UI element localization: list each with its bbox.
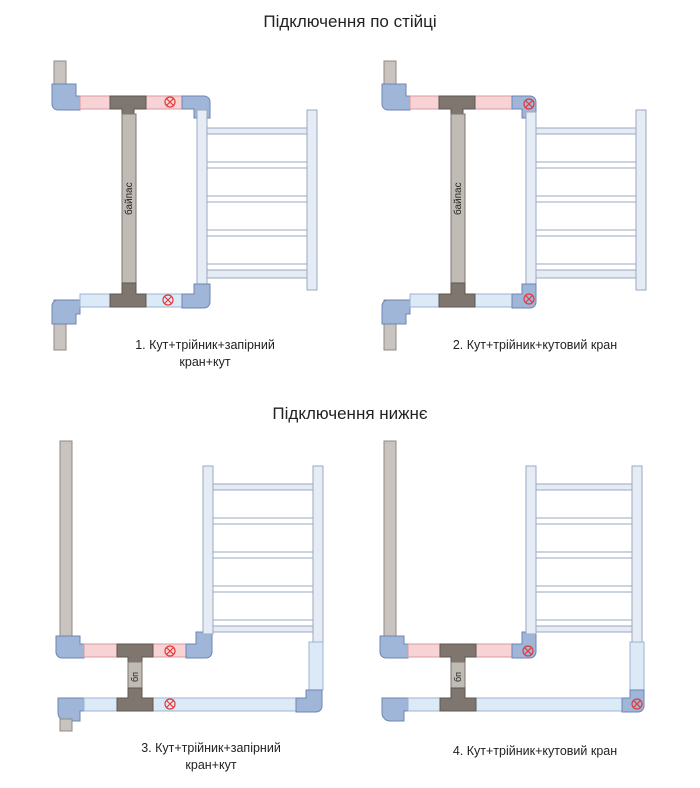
tee-bottom (438, 282, 476, 308)
diagram-4: бп (379, 440, 645, 722)
elbow-cold-left (57, 697, 85, 722)
elbow-hot-left (55, 635, 85, 659)
caption-line-2: кран+кут (185, 758, 237, 772)
diagram-3: бп (55, 440, 324, 732)
bypass-label: байпас (123, 182, 135, 215)
caption-diagram-3: 3. Кут+трійник+запірний кран+кут (126, 740, 296, 774)
valve-icon-bottom (523, 293, 535, 305)
bypass-label: бп (453, 672, 463, 682)
towel-rail (202, 465, 324, 643)
valve-icon-top (523, 98, 535, 110)
bypass-label: байпас (452, 182, 464, 215)
valve-icon-hot (522, 645, 534, 657)
section-title-riser: Підключення по стійці (263, 12, 437, 31)
valve-icon-cold (631, 698, 643, 710)
elbow-cold-left (381, 697, 409, 722)
return-riser (629, 641, 645, 691)
elbow-hot-right (185, 631, 213, 659)
towel-rail (525, 465, 643, 643)
tee-top (438, 95, 476, 116)
elbow-bottom-left (381, 299, 411, 325)
riser-pipe (59, 440, 73, 642)
riser-pipe (383, 440, 397, 642)
return-riser (308, 641, 324, 691)
valve-icon-hot (164, 645, 176, 657)
caption-diagram-2: 2. Кут+трійник+кутовий кран (440, 337, 630, 354)
caption-diagram-1: 1. Кут+трійник+запірний кран+кут (120, 337, 290, 371)
caption-line-1: 1. Кут+трійник+запірний (135, 338, 275, 352)
angle-valve-bottom (511, 283, 537, 309)
caption-diagram-4: 4. Кут+трійник+кутовий кран (440, 743, 630, 760)
tee-hot (439, 643, 477, 664)
valve-icon-cold (164, 698, 176, 710)
bypass-label: бп (130, 672, 140, 682)
caption-line-1: 2. Кут+трійник+кутовий кран (452, 338, 618, 352)
valve-icon-bottom (162, 294, 174, 306)
elbow-top-left (381, 83, 411, 111)
elbow-hot-left (379, 635, 409, 659)
riser-stub (59, 718, 73, 732)
angle-valve-hot (511, 631, 537, 659)
tee-cold (439, 687, 477, 712)
diagram-1: байпас (51, 60, 318, 351)
caption-line-2: кран+кут (179, 355, 231, 369)
towel-rail (525, 109, 647, 291)
valve-icon-top (164, 96, 176, 108)
tee-hot (116, 643, 154, 664)
elbow-top-left (51, 83, 81, 111)
elbow-bottom-right (181, 283, 211, 309)
diagram-2: байпас (381, 60, 647, 351)
caption-line-1: 4. Кут+трійник+кутовий кран (452, 744, 618, 758)
elbow-bottom-left (51, 299, 81, 325)
tee-bottom (109, 282, 147, 308)
tee-top (109, 95, 147, 116)
towel-rail (196, 109, 318, 291)
caption-line-1: 3. Кут+трійник+запірний (141, 741, 281, 755)
elbow-cold-right (295, 689, 323, 713)
tee-cold (116, 687, 154, 712)
section-title-bottom: Підключення нижнє (272, 404, 428, 423)
